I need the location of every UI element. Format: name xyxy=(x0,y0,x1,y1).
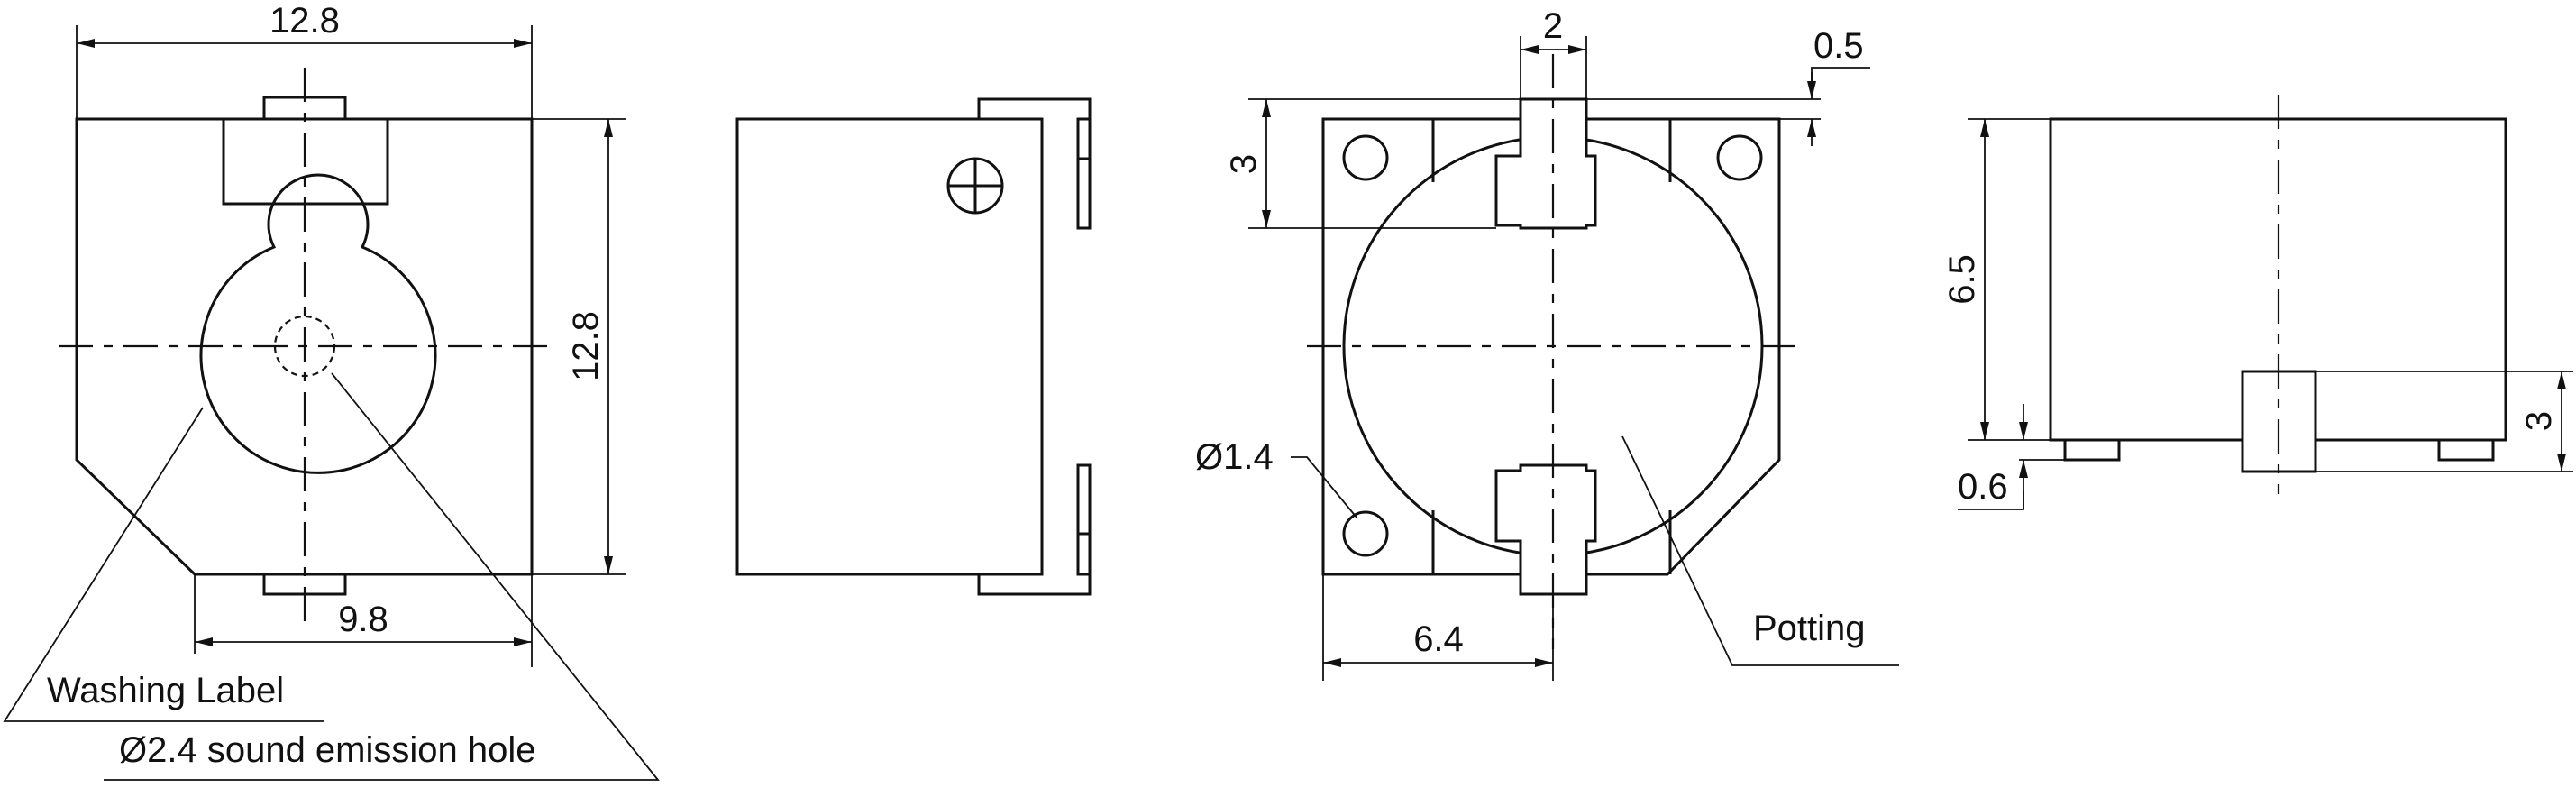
bottom-terminal-top xyxy=(1494,97,1597,230)
bottom-terminal-bottom xyxy=(1494,463,1597,596)
label-potting: Potting xyxy=(1753,609,1866,648)
leader-sound-hole xyxy=(104,372,660,781)
label-mount-hole: Ø1.4 xyxy=(1195,437,1274,477)
label-terminal-width: 2 xyxy=(1543,6,1563,46)
label-front-bottom: 9.8 xyxy=(338,600,388,639)
label-sound-hole: Ø2.4 sound emission hole xyxy=(119,730,536,770)
side-view-b: 6.5 3 0.6 xyxy=(1942,95,2573,510)
leader-potting xyxy=(1621,435,1899,666)
leader-washing-label xyxy=(3,407,324,722)
label-front-height: 12.8 xyxy=(566,311,606,381)
side-b-foot-right xyxy=(2437,438,2495,462)
label-side-height: 6.5 xyxy=(1942,254,1982,305)
label-half-width: 6.4 xyxy=(1413,619,1464,659)
washing-label-outline xyxy=(199,173,437,474)
bottom-body-outline xyxy=(1321,117,1781,576)
label-front-width: 12.8 xyxy=(269,1,340,41)
label-terminal-length: 3 xyxy=(1224,154,1264,174)
front-view: 12.8 12.8 9.8 Washing Label Ø2.4 sound e… xyxy=(3,1,660,781)
bottom-view: 2 0.5 3 6.4 Ø1.4 Potting xyxy=(1195,6,1899,681)
side-body xyxy=(735,117,1044,576)
label-side-terminal-height: 3 xyxy=(2519,411,2559,431)
side-b-foot-left xyxy=(2063,438,2121,462)
label-side-standoff: 0.6 xyxy=(1958,467,2008,507)
leader-mount-hole xyxy=(1291,456,1358,519)
mount-hole-top-left xyxy=(1342,134,1389,181)
side-bottom-tab xyxy=(1076,463,1092,576)
side-view-a xyxy=(735,97,1092,596)
front-body-outline xyxy=(75,117,534,576)
side-top-tab xyxy=(1076,117,1092,230)
mount-hole-bottom-left xyxy=(1342,510,1389,557)
mount-hole-top-right xyxy=(1716,134,1763,181)
label-terminal-offset: 0.5 xyxy=(1813,26,1864,66)
label-washing-label: Washing Label xyxy=(47,671,284,710)
